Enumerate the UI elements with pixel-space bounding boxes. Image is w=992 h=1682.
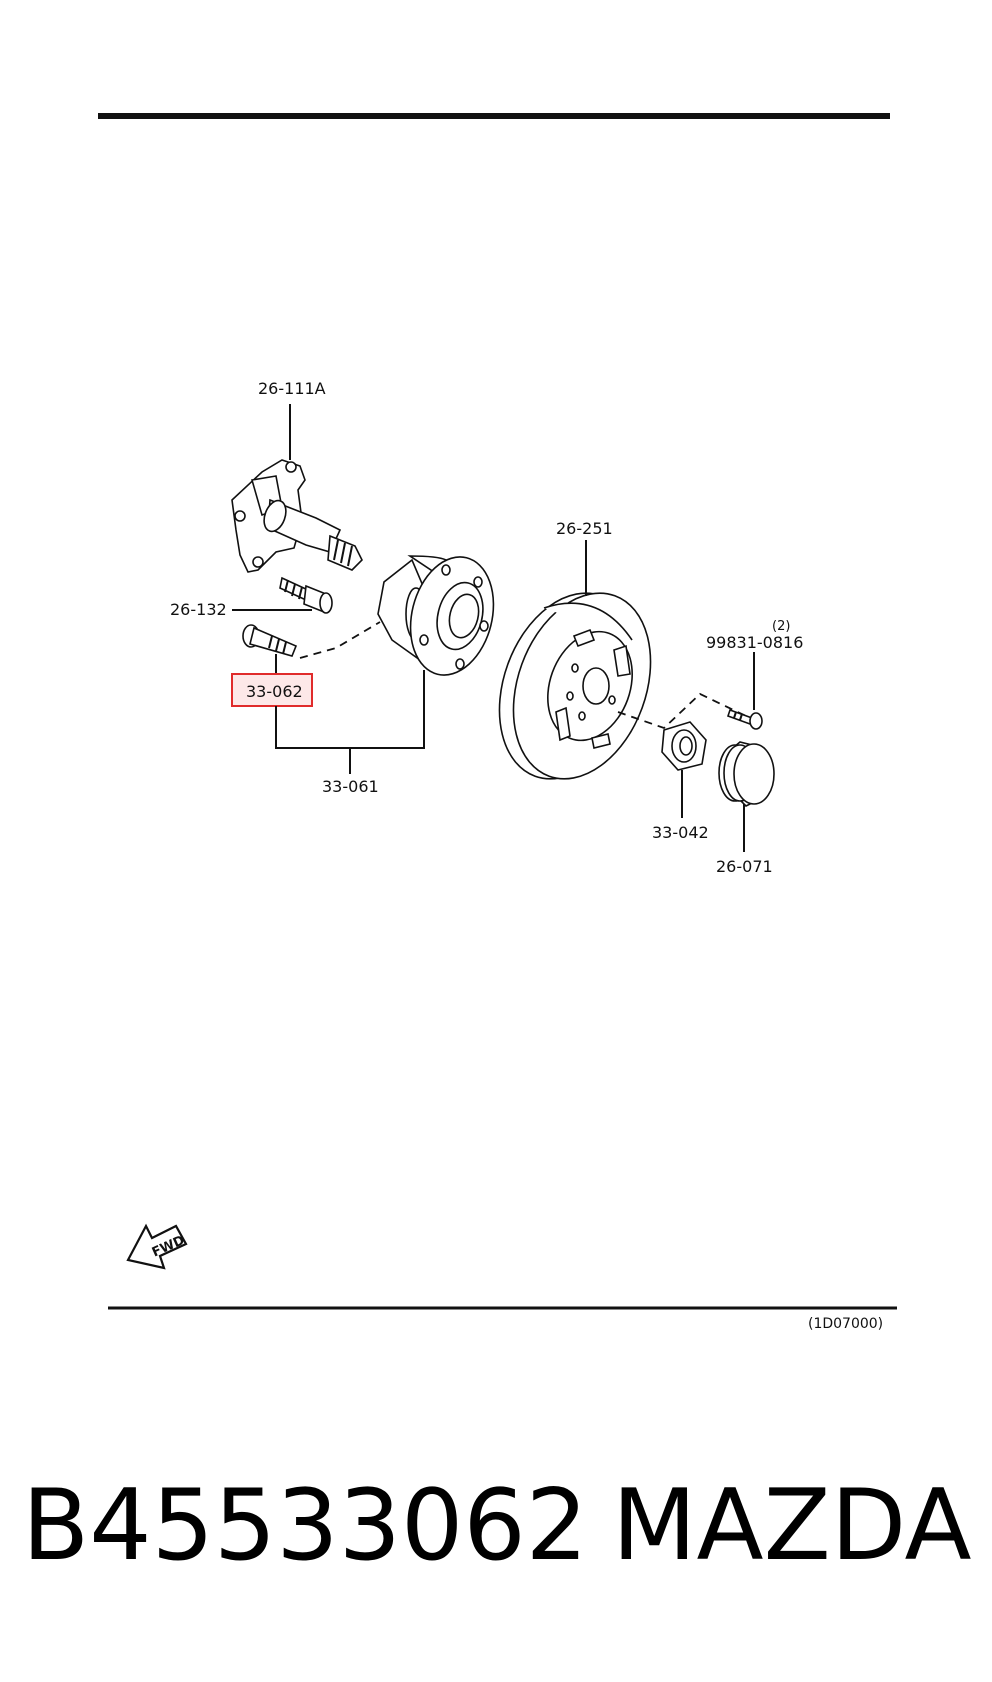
disc-screw-part[interactable] [726,708,763,730]
label-qty: (2) [772,619,790,634]
label-33-061: 33-061 [322,777,379,796]
label-26-071: 26-071 [716,857,773,876]
label-33-062: 33-062 [246,682,303,701]
knuckle-spindle-part[interactable] [231,459,363,573]
exploded-parts-diagram: 26-111A 26-132 33-062 33-061 [98,113,897,1332]
brand-name: MAZDA [612,1469,972,1583]
brake-disc-part[interactable] [475,574,675,798]
label-99831-0816: 99831-0816 [706,633,803,652]
part-number: B45533062 [22,1469,589,1583]
fwd-arrow-icon: FWD [126,1223,188,1270]
label-33-042: 33-042 [652,823,709,842]
alignment-line-hub [299,621,381,659]
part-footer: B45533062 MAZDA [0,1466,992,1586]
highlight-box [231,673,313,707]
label-26-132: 26-132 [170,600,227,619]
lock-nut-part[interactable] [661,721,707,771]
wheel-hub-part[interactable] [377,548,505,684]
label-26-251: 26-251 [556,519,613,538]
alignment-line-disc [617,692,747,730]
knuckle-bolt-part[interactable] [279,576,333,614]
hub-bolt-part[interactable] [242,624,298,657]
grease-cap-part[interactable] [718,741,775,807]
figure-code: (1D07000) [808,1316,883,1332]
label-26-111A: 26-111A [258,379,326,398]
